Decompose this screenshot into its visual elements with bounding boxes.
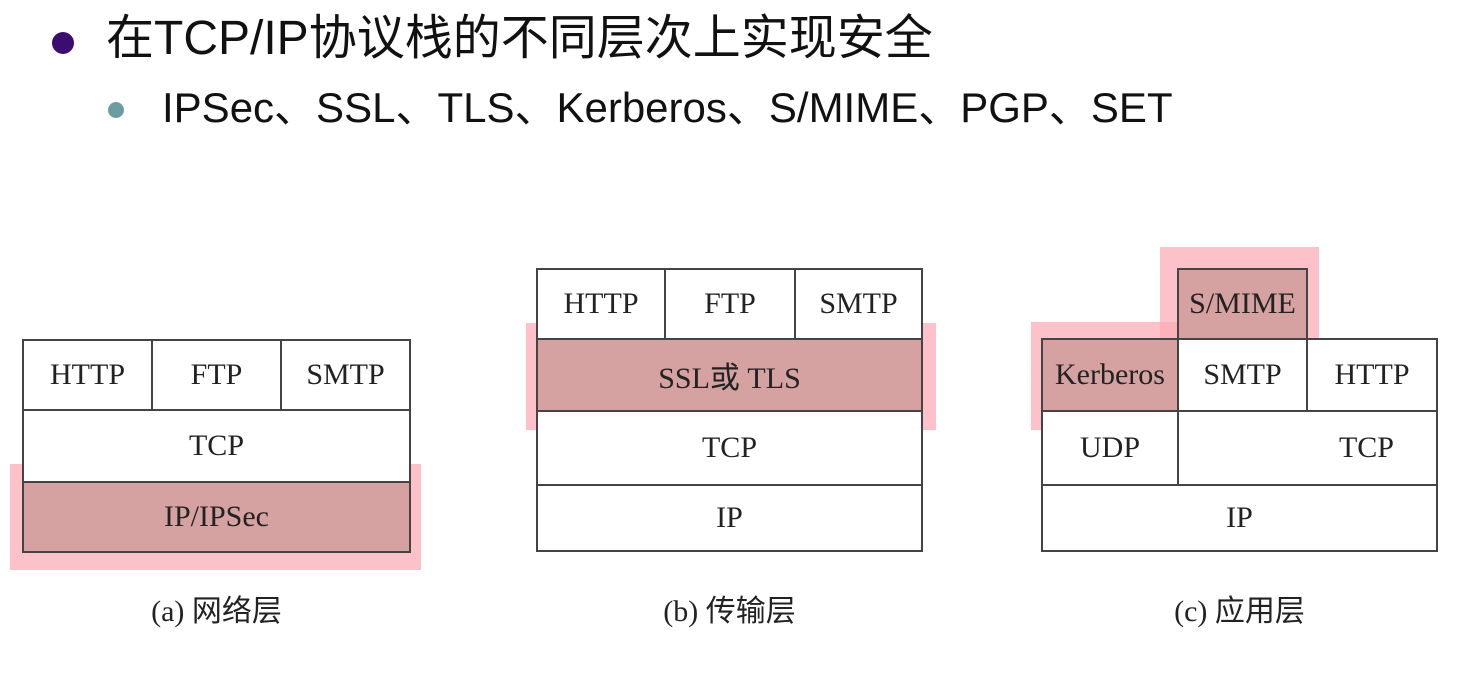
caption-application-layer: (c) 应用层 <box>1174 595 1305 628</box>
cell-kerberos: Kerberos <box>1041 338 1179 412</box>
cell-udp: UDP <box>1041 410 1179 486</box>
cell-http: HTTP <box>536 268 666 340</box>
bullet-primary <box>52 32 74 54</box>
caption-transport-layer: (b) 传输层 <box>663 595 796 628</box>
cell-ip-ipsec: IP/IPSec <box>22 481 411 553</box>
bullet-secondary <box>108 102 124 118</box>
cell-http: HTTP <box>22 339 153 411</box>
cell-ftp: FTP <box>664 268 796 340</box>
cell-http: HTTP <box>1306 338 1438 412</box>
cell-tcp: TCP <box>22 409 411 483</box>
caption-network-layer: (a) 网络层 <box>151 595 282 628</box>
cell-ssl-tls: SSL或 TLS <box>536 338 923 412</box>
cell-smtp: SMTP <box>1177 338 1308 412</box>
cell-ip: IP <box>1041 484 1438 552</box>
cell-smtp: SMTP <box>794 268 923 340</box>
cell-tcp: TCP <box>1177 410 1438 486</box>
cell-smtp: SMTP <box>280 339 411 411</box>
protocol-list: IPSec、SSL、TLS、Kerberos、S/MIME、PGP、SET <box>162 84 1173 131</box>
cell-tcp: TCP <box>536 410 923 486</box>
cell-ftp: FTP <box>151 339 282 411</box>
cell-ip: IP <box>536 484 923 552</box>
cell-smime: S/MIME <box>1177 268 1308 340</box>
slide-title: 在TCP/IP协议栈的不同层次上实现安全 <box>106 12 933 65</box>
